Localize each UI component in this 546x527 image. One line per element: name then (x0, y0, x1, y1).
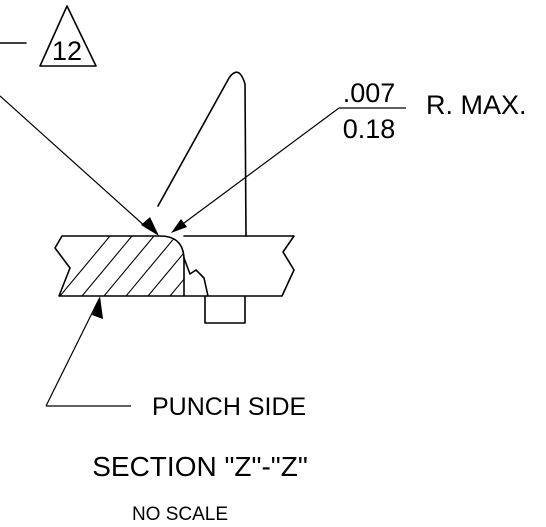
break-line (183, 257, 209, 297)
callout-number: 12 (52, 36, 82, 66)
punch-side-label: PUNCH SIDE (152, 393, 306, 421)
scale-note: NO SCALE (132, 504, 228, 525)
callout-leader (0, 95, 159, 236)
die-outline (204, 295, 246, 324)
sheet-left-piece (54, 235, 185, 297)
sheet-section (54, 235, 295, 297)
side-leader (45, 296, 131, 407)
sheet-right-outline (183, 235, 295, 297)
radius-leader (171, 107, 406, 233)
section-hatch (55, 236, 184, 296)
radius-inch: .007 (343, 78, 396, 108)
callout-triangle: 12 (0, 5, 97, 67)
radius-mm: 0.18 (343, 114, 396, 144)
punch-outline (157, 71, 247, 237)
section-title: SECTION "Z"-"Z" (92, 451, 308, 482)
radius-suffix: R. MAX. (426, 90, 527, 120)
